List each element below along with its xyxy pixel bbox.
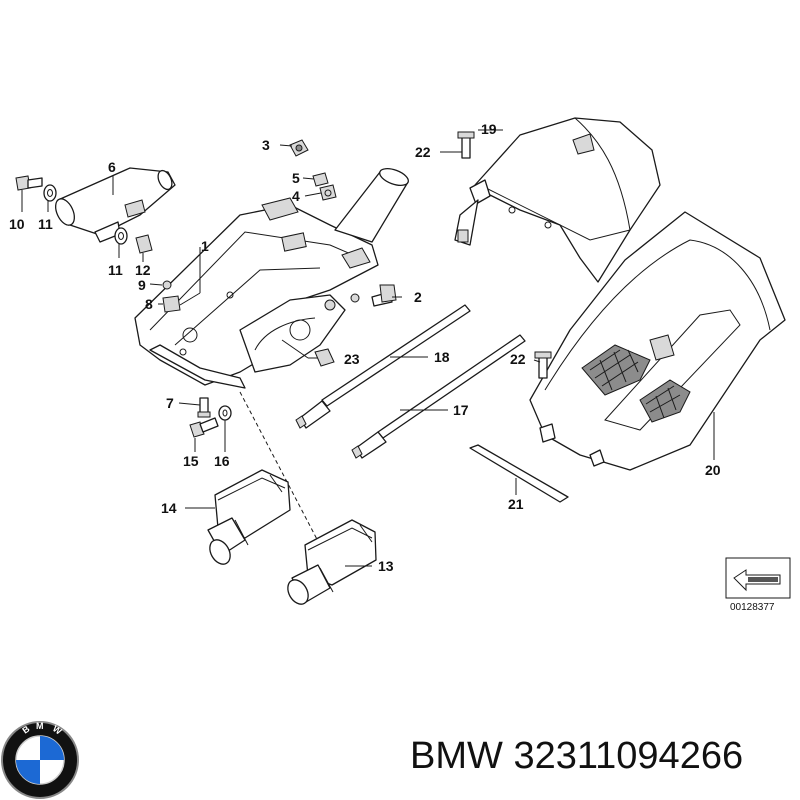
nut-4	[319, 184, 337, 201]
callout-17: 17	[453, 402, 469, 418]
svg-text:B: B	[20, 723, 31, 735]
bolt-15	[189, 417, 219, 438]
callout-20: 20	[705, 462, 721, 478]
bolt-2	[371, 284, 397, 307]
steering-column-bracket	[134, 168, 409, 389]
callout-8: 8	[145, 296, 153, 312]
callout-14: 14	[161, 500, 177, 516]
callout-13: 13	[378, 558, 394, 574]
callout-10: 10	[9, 216, 25, 232]
flexible-shaft-17	[351, 334, 526, 459]
nut-9	[162, 280, 172, 290]
washer-11-top	[43, 184, 57, 202]
bmw-roundel-logo: B M W	[1, 721, 79, 799]
part-number: 32311094266	[513, 735, 744, 777]
nut-5	[312, 172, 329, 187]
screw-7	[197, 397, 211, 418]
callout-22-lower: 22	[510, 351, 526, 367]
callout-23: 23	[344, 351, 360, 367]
reference-box: 00128377	[725, 557, 791, 613]
callout-11-top: 11	[38, 216, 53, 232]
vent-grille-left	[581, 344, 651, 396]
lower-panel-20	[529, 211, 786, 471]
clip-nut-3	[289, 139, 309, 157]
dashed-guide-line	[239, 391, 321, 546]
seal-strip-21	[469, 444, 569, 503]
clip-22-lower	[534, 351, 552, 379]
callout-12: 12	[135, 262, 151, 278]
nut-23	[314, 348, 335, 367]
callout-labels: 1 2 3 4 5 6 7 8 9 10 11 11 12 13 14 15 1…	[9, 121, 721, 574]
lever-6	[54, 167, 176, 243]
bushing-12	[135, 234, 153, 254]
callout-16: 16	[214, 453, 230, 469]
clip-22-top	[457, 131, 475, 159]
brand-part-number: BMW 32311094266	[410, 735, 743, 778]
washer-11-lower	[114, 227, 128, 245]
callout-1: 1	[201, 238, 209, 254]
leader-lines	[21, 129, 715, 567]
callout-6: 6	[108, 159, 116, 175]
callout-11-lower: 11	[108, 262, 123, 278]
adjust-motor-13	[287, 519, 377, 605]
adjust-motor-14	[207, 469, 291, 565]
flexible-shaft-18	[295, 304, 471, 429]
upper-shroud-19	[454, 117, 661, 283]
callout-19: 19	[481, 121, 497, 137]
callout-7: 7	[166, 395, 174, 411]
callout-22-top: 22	[415, 144, 431, 160]
nut-8	[162, 295, 181, 313]
svg-text:M: M	[36, 721, 44, 731]
reference-code: 00128377	[730, 602, 775, 613]
callout-4: 4	[292, 188, 300, 204]
callout-21: 21	[508, 496, 524, 512]
callout-9: 9	[138, 277, 146, 293]
callout-3: 3	[262, 137, 270, 153]
washer-16	[218, 405, 232, 421]
vent-grille-right	[639, 379, 691, 423]
callout-5: 5	[292, 170, 300, 186]
bolt-10	[15, 175, 43, 191]
brand-name: BMW	[410, 735, 503, 777]
callout-18: 18	[434, 349, 450, 365]
callout-15: 15	[183, 453, 199, 469]
callout-2: 2	[414, 289, 422, 305]
